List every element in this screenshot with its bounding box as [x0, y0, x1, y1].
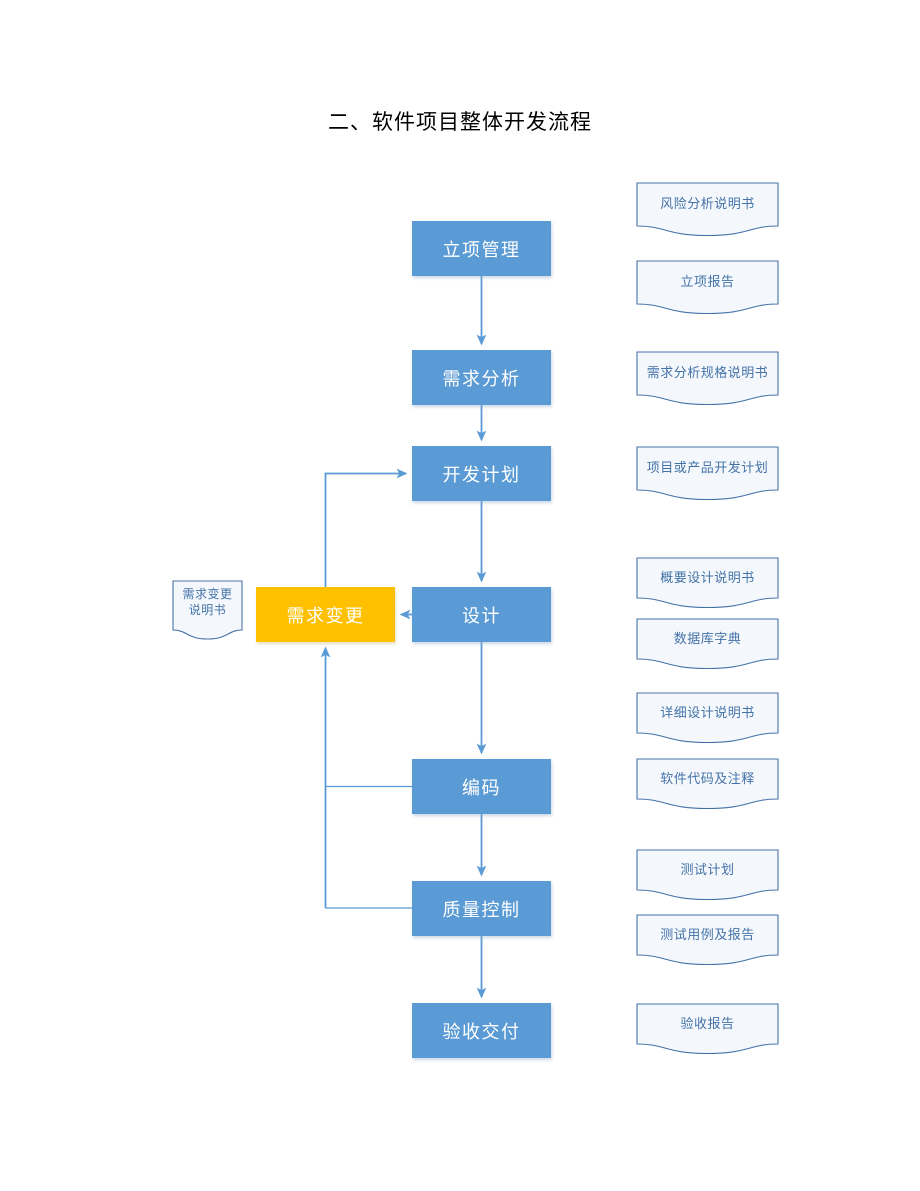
document-label: 测试计划	[680, 862, 735, 877]
document-source-code-and-comments[interactable]: 软件代码及注释	[636, 758, 779, 811]
document-label: 立项报告	[680, 274, 735, 289]
document-acceptance-report[interactable]: 验收报告	[636, 1003, 779, 1056]
node-requirements-analysis[interactable]: 需求分析	[412, 350, 551, 405]
node-label: 编码	[462, 777, 501, 798]
node-requirement-change[interactable]: 需求变更	[256, 587, 395, 642]
node-coding[interactable]: 编码	[412, 759, 551, 814]
document-shape-icon	[636, 849, 779, 901]
document-shape-icon	[636, 692, 779, 744]
document-outline-design-spec[interactable]: 概要设计说明书	[636, 557, 779, 610]
document-initiation-report[interactable]: 立项报告	[636, 260, 779, 316]
document-shape-icon	[172, 580, 243, 640]
document-detailed-design-spec[interactable]: 详细设计说明书	[636, 692, 779, 745]
node-acceptance-delivery[interactable]: 验收交付	[412, 1003, 551, 1058]
node-quality-control[interactable]: 质量控制	[412, 881, 551, 936]
document-label: 详细设计说明书	[660, 705, 755, 720]
document-label: 测试用例及报告	[660, 927, 755, 942]
document-risk-analysis-spec[interactable]: 风险分析说明书	[636, 182, 779, 238]
document-shape-icon	[636, 758, 779, 810]
document-label-line1: 需求变更	[182, 587, 233, 601]
node-project-initiation[interactable]: 立项管理	[412, 221, 551, 276]
connector-change-to-plan	[324, 468, 408, 587]
document-shape-icon	[636, 1003, 779, 1055]
document-shape-icon	[636, 260, 779, 315]
document-label: 风险分析说明书	[660, 196, 755, 211]
document-shape-icon	[636, 182, 779, 237]
document-test-cases-and-report[interactable]: 测试用例及报告	[636, 914, 779, 967]
document-project-or-product-dev-plan[interactable]: 项目或产品开发计划	[636, 446, 779, 502]
document-requirements-spec[interactable]: 需求分析规格说明书	[636, 351, 779, 407]
node-label: 需求分析	[442, 368, 521, 389]
document-label: 概要设计说明书	[660, 570, 755, 585]
node-label: 立项管理	[442, 239, 521, 260]
document-shape-icon	[636, 446, 779, 501]
document-shape-icon	[636, 557, 779, 609]
node-development-plan[interactable]: 开发计划	[412, 446, 551, 501]
document-shape-icon	[636, 618, 779, 670]
document-label: 数据库字典	[673, 631, 742, 646]
document-label: 需求分析规格说明书	[646, 365, 769, 380]
node-label: 设计	[462, 605, 501, 626]
document-shape-icon	[636, 914, 779, 966]
node-label: 开发计划	[442, 464, 521, 485]
document-label: 验收报告	[680, 1016, 735, 1031]
node-label: 验收交付	[442, 1021, 521, 1042]
document-label: 软件代码及注释	[660, 771, 755, 786]
document-test-plan[interactable]: 测试计划	[636, 849, 779, 902]
node-label: 需求变更	[286, 605, 365, 626]
document-requirement-change-spec[interactable]: 需求变更 说明书	[172, 580, 243, 642]
document-database-dictionary[interactable]: 数据库字典	[636, 618, 779, 671]
document-label-line2: 说明书	[188, 603, 227, 617]
node-label: 质量控制	[442, 899, 521, 920]
node-design[interactable]: 设计	[412, 587, 551, 642]
page-title: 二、软件项目整体开发流程	[328, 111, 592, 134]
document-label: 项目或产品开发计划	[646, 460, 769, 475]
document-shape-icon	[636, 351, 779, 406]
